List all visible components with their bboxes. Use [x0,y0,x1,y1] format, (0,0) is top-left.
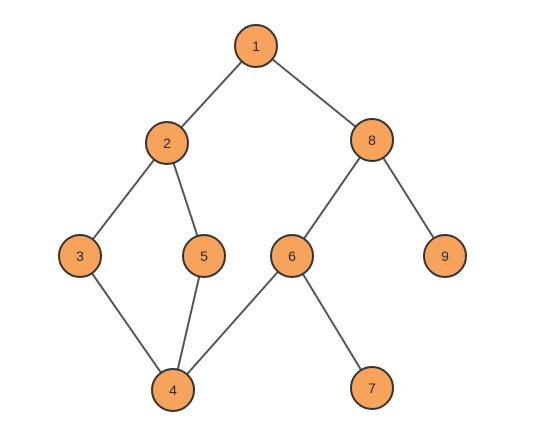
node-6: 6 [270,234,314,278]
node-circle-3 [58,234,102,278]
node-label-5: 5 [200,248,208,264]
node-label-2: 2 [163,135,171,151]
node-1: 1 [234,24,278,68]
node-label-4: 4 [169,382,177,398]
edge-2-3 [79,142,168,257]
node-8: 8 [350,118,394,162]
edge-5-4 [172,255,205,391]
node-5: 5 [182,234,226,278]
node-circle-7 [350,366,394,410]
node-circle-5 [182,234,226,278]
edge-8-9 [371,139,446,257]
edge-1-8 [255,45,373,141]
node-circle-2 [145,121,189,165]
node-9: 9 [423,234,467,278]
node-circle-9 [423,234,467,278]
edge-6-4 [172,255,293,391]
node-2: 2 [145,121,189,165]
node-3: 3 [58,234,102,278]
edges-layer [79,45,446,391]
node-label-7: 7 [368,380,376,396]
node-circle-8 [350,118,394,162]
nodes-layer: 1 2 3 4 5 6 7 8 9 [58,24,467,412]
node-4: 4 [151,368,195,412]
node-label-6: 6 [288,248,296,264]
node-label-8: 8 [368,132,376,148]
edge-8-6 [291,139,373,257]
edge-6-7 [291,255,373,389]
node-circle-6 [270,234,314,278]
node-7: 7 [350,366,394,410]
node-circle-1 [234,24,278,68]
node-label-3: 3 [76,248,84,264]
node-label-9: 9 [441,248,449,264]
node-label-1: 1 [252,38,260,54]
edge-3-4 [79,255,174,391]
node-circle-4 [151,368,195,412]
